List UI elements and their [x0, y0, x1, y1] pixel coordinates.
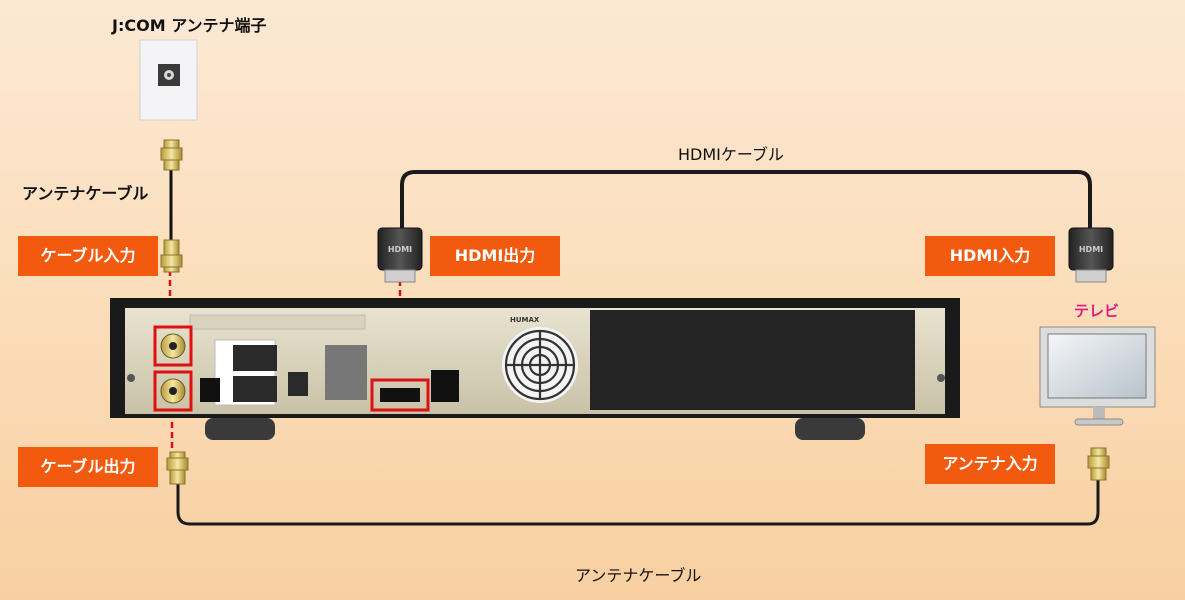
rear-cover-panel: [590, 310, 915, 410]
hdmi-out-label: HDMI出力: [430, 236, 560, 276]
f-connector-cable-in: [160, 239, 183, 273]
foot-left: [205, 418, 275, 440]
cable-out-label: ケーブル出力: [18, 447, 158, 487]
hdmi-plug-right-logo: HDMI: [1079, 245, 1103, 254]
cable-in-port-highlight: [153, 325, 193, 367]
hdmi-out-port-highlight: [370, 378, 430, 412]
usb-ports: [325, 345, 367, 400]
f-connector-outlet: [160, 139, 183, 171]
tv-label: テレビ: [1074, 302, 1120, 320]
hdmi-cable-caption: HDMIケーブル: [678, 145, 784, 164]
antenna-cable-top-caption: アンテナケーブル: [22, 184, 149, 203]
hdmi-plug-right: HDMI: [1068, 227, 1114, 283]
set-top-box: HUMAX: [110, 298, 960, 440]
hdmi-cable-line: [400, 170, 1092, 235]
hdmi-in-label: HDMI入力: [925, 236, 1055, 276]
f-connector-cable-out: [166, 451, 189, 485]
cable-out-port-highlight: [153, 370, 193, 412]
antenna-in-label: アンテナ入力: [925, 444, 1055, 484]
cooling-fan-grille: [504, 329, 576, 401]
foot-right: [795, 418, 865, 440]
hdmi-plug-left: HDMI: [377, 227, 423, 283]
device-brand: HUMAX: [510, 316, 540, 324]
f-connector-antenna-in: [1087, 447, 1110, 481]
lan-port-2: [233, 376, 277, 402]
tv-icon: [1039, 326, 1156, 426]
cable-in-label: ケーブル入力: [18, 236, 158, 276]
optical-port: [288, 372, 308, 396]
wall-outlet-title: J:COM アンテナ端子: [112, 16, 267, 35]
dc-power-jack: [431, 370, 459, 402]
wall-outlet: [139, 39, 198, 121]
hdmi-plug-left-logo: HDMI: [388, 245, 412, 254]
antenna-cable-bottom-caption: アンテナケーブル: [575, 566, 702, 585]
lan-port-1: [233, 345, 277, 371]
antenna-cable-bottom: [176, 478, 1100, 526]
